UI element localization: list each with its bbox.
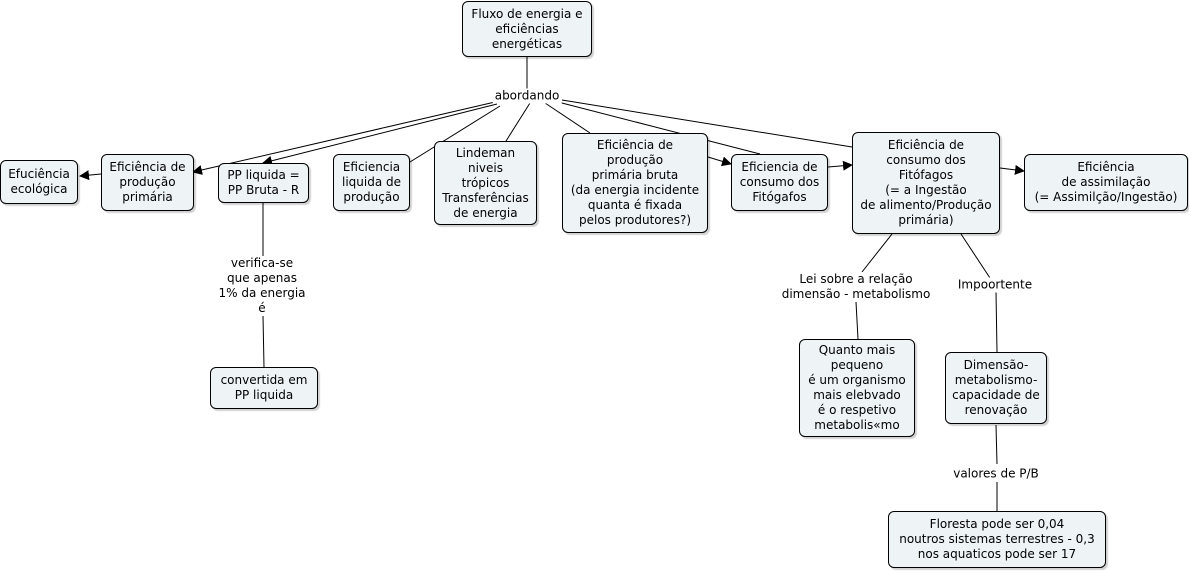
- node-eficiencia-consumo-fitofagos[interactable]: Eficiência de consumo dos Fitófagos (= a…: [852, 132, 1000, 234]
- link-efconsumo2-impoortente: [960, 233, 991, 279]
- link-abordando-lindeman: [505, 102, 531, 142]
- link-label-valores: valores de P/B: [951, 466, 1041, 482]
- link-efconsumo1-efconsumo2: [827, 160, 853, 171]
- node-root[interactable]: Fluxo de energia e eficiências energétic…: [462, 1, 592, 57]
- link-abordando-efliq: [409, 105, 501, 163]
- link-abordando-ppliq: [262, 103, 498, 166]
- node-eficiencia-assimilacao[interactable]: Eficiência de assimilação (= Assimilção/…: [1024, 154, 1188, 211]
- node-dimensao-metabolismo[interactable]: Dimensão- metabolismo- capacidade de ren…: [945, 352, 1047, 424]
- node-eficiencia-liquida[interactable]: Eficiencia liquida de produção: [333, 154, 410, 211]
- node-pp-liquida[interactable]: PP liquida = PP Bruta - R: [218, 163, 309, 203]
- node-quanto-mais-pequeno[interactable]: Quanto mais pequeno é um organismo mais …: [799, 339, 915, 437]
- link-impoortente-dimensao: [995, 291, 998, 353]
- link-label-impoortente: Impoortente: [955, 277, 1035, 293]
- node-eficiencia-consumo-fitogafos[interactable]: Eficiencia de consumo dos Fitógafos: [731, 154, 828, 211]
- link-abordando-efprodbruta: [544, 102, 591, 134]
- node-eficiencia-producao-bruta[interactable]: Eficiência de produção primária bruta (d…: [562, 133, 708, 233]
- link-label-abordando: abordando: [492, 88, 562, 104]
- link-verifica-convertida: [262, 315, 265, 368]
- link-efprodbruta-efconsumo1: [707, 156, 732, 167]
- link-efconsumo2-lei: [861, 233, 893, 273]
- node-floresta[interactable]: Floresta pode ser 0,04 noutros sistemas …: [888, 511, 1106, 568]
- node-lindeman[interactable]: Lindeman niveis trópicos Transferências …: [434, 141, 537, 225]
- link-dimensao-valores: [995, 424, 998, 465]
- link-efprod-efuciencia: [79, 170, 102, 181]
- node-eficiencia-producao-primaria[interactable]: Eficiência de produção primária: [101, 154, 194, 211]
- link-label-lei: Lei sobre a relação dimensão - metabolis…: [779, 272, 933, 302]
- link-abordando-efconsumo2: [561, 99, 853, 148]
- link-lei-quanto: [855, 301, 859, 340]
- node-efuciencia-ecologica[interactable]: Efuciência ecológica: [0, 160, 78, 204]
- link-efconsumo2-efassim: [999, 164, 1025, 175]
- node-convertida-pp-liquida[interactable]: convertida em PP liquida: [210, 367, 318, 409]
- link-label-verifica: verifica-se que apenas 1% da energia é: [216, 256, 308, 316]
- link-abordando-efconsumo1: [557, 101, 761, 155]
- link-abordando-efprod: [192, 101, 496, 175]
